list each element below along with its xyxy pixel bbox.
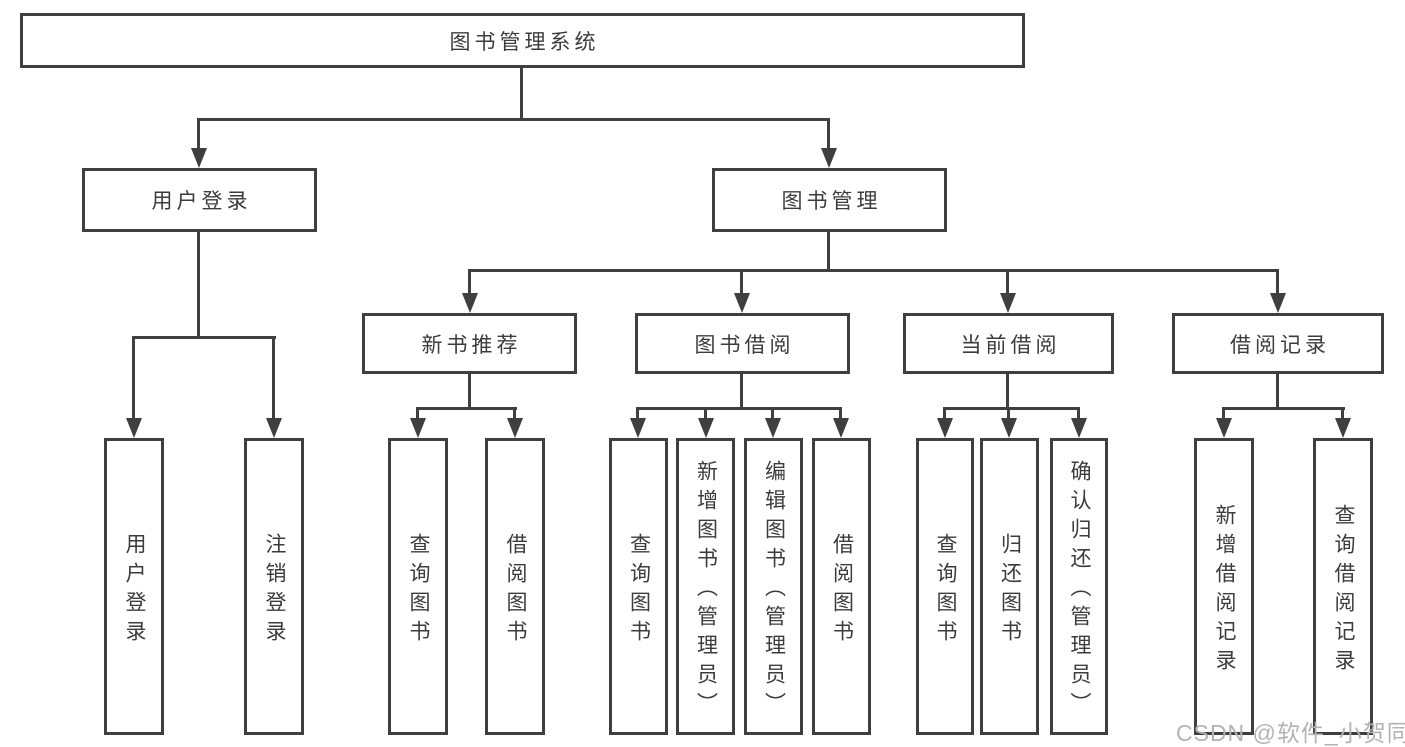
leaf-borrow-query: 查询图书 [609, 438, 668, 735]
node-new-book-label: 新书推荐 [421, 333, 522, 357]
arrow-down-icon [1001, 418, 1017, 438]
node-borrow-record-label: 借阅记录 [1230, 333, 1330, 357]
leaf-logout: 注销登录 [244, 438, 304, 735]
connector-to-book-mgmt [827, 118, 830, 150]
connector-stub [636, 407, 639, 420]
arrow-down-icon [1000, 293, 1016, 313]
arrow-down-icon [507, 418, 523, 438]
node-root-label: 图书管理系统 [449, 30, 600, 54]
node-user-login: 用户登录 [82, 168, 317, 232]
connector-new-book-drop [468, 374, 471, 410]
leaf-current-return: 归还图书 [980, 438, 1039, 735]
connector-new-book-split [416, 407, 517, 410]
arrow-down-icon [1216, 418, 1232, 438]
connector-to-borrow-record [1276, 269, 1279, 296]
connector-user-login-drop [197, 232, 200, 339]
arrow-down-icon [937, 418, 953, 438]
leaf-borrow-add-label: 新增图书（管理员） [694, 460, 718, 721]
node-user-login-label: 用户登录 [151, 190, 252, 213]
leaf-record-query: 查询借阅记录 [1313, 438, 1373, 735]
connector-to-logout-leaf [272, 336, 275, 421]
arrow-down-icon [821, 148, 837, 168]
leaf-current-query-label: 查询图书 [934, 532, 957, 649]
connector-book-borrow-drop [740, 374, 743, 410]
node-book-borrow: 图书借阅 [635, 313, 850, 374]
watermark: CSDN @软件_小贺同学 [1176, 720, 1405, 746]
leaf-record-add-label: 新增借阅记录 [1213, 503, 1236, 678]
connector-stub [1341, 407, 1344, 420]
connector-stub [704, 407, 707, 420]
leaf-user-login-label: 用户登录 [123, 532, 146, 649]
node-book-borrow-label: 图书借阅 [694, 333, 795, 357]
node-current-borrow: 当前借阅 [903, 313, 1114, 374]
leaf-new-book-borrow: 借阅图书 [485, 438, 545, 735]
arrow-down-icon [765, 418, 781, 438]
arrow-down-icon [191, 148, 207, 168]
leaf-new-book-query: 查询图书 [388, 438, 448, 735]
arrow-down-icon [462, 293, 478, 313]
leaf-user-login: 用户登录 [104, 438, 164, 735]
connector-stub [1077, 407, 1080, 420]
arrow-down-icon [1335, 418, 1351, 438]
connector-stub [771, 407, 774, 420]
connector-book-mgmt-split [468, 269, 1279, 272]
connector-to-book-borrow [740, 269, 743, 296]
arrow-down-icon [833, 418, 849, 438]
connector-book-mgmt-drop [827, 232, 830, 272]
node-root: 图书管理系统 [20, 13, 1025, 68]
leaf-record-add: 新增借阅记录 [1194, 438, 1254, 735]
connector-stub [839, 407, 842, 420]
connector-root-drop [520, 68, 523, 121]
leaf-borrow-borrow: 借阅图书 [812, 438, 871, 735]
connector-stub [1222, 407, 1225, 420]
node-book-mgmt-label: 图书管理 [781, 190, 882, 213]
arrow-down-icon [630, 418, 646, 438]
connector-borrow-record-split [1222, 407, 1345, 410]
connector-borrow-record-drop [1276, 374, 1279, 410]
arrow-down-icon [698, 418, 714, 438]
connector-current-borrow-drop [1006, 374, 1009, 410]
connector-to-current-borrow [1006, 269, 1009, 296]
connector-root-split [197, 118, 830, 121]
connector-to-login-leaf [132, 336, 135, 421]
connector-user-login-split [132, 336, 276, 339]
leaf-current-confirm: 确认归还（管理员） [1050, 438, 1108, 735]
connector-to-user-login [197, 118, 200, 150]
leaf-new-book-borrow-label: 借阅图书 [504, 532, 527, 649]
arrow-down-icon [126, 418, 142, 438]
connector-to-new-book [468, 269, 471, 296]
node-current-borrow-label: 当前借阅 [960, 333, 1061, 357]
leaf-current-confirm-label: 确认归还（管理员） [1068, 460, 1091, 721]
connector-stub [416, 407, 419, 420]
connector-stub [1007, 407, 1010, 420]
leaf-borrow-query-label: 查询图书 [627, 532, 651, 649]
node-new-book: 新书推荐 [362, 313, 577, 374]
node-borrow-record: 借阅记录 [1172, 313, 1384, 374]
leaf-borrow-borrow-label: 借阅图书 [830, 532, 854, 649]
leaf-new-book-query-label: 查询图书 [407, 532, 430, 649]
connector-current-borrow-split [943, 407, 1080, 410]
arrow-down-icon [734, 293, 750, 313]
leaf-record-query-label: 查询借阅记录 [1332, 503, 1355, 678]
arrow-down-icon [266, 418, 282, 438]
arrow-down-icon [1071, 418, 1087, 438]
arrow-down-icon [410, 418, 426, 438]
leaf-logout-label: 注销登录 [263, 532, 286, 649]
arrow-down-icon [1270, 293, 1286, 313]
node-book-mgmt: 图书管理 [712, 168, 947, 232]
leaf-borrow-add: 新增图书（管理员） [676, 438, 735, 735]
connector-stub [513, 407, 516, 420]
leaf-borrow-edit: 编辑图书（管理员） [744, 438, 803, 735]
connector-book-borrow-split [636, 407, 842, 410]
connector-stub [943, 407, 946, 420]
leaf-borrow-edit-label: 编辑图书（管理员） [762, 460, 786, 721]
leaf-current-return-label: 归还图书 [998, 532, 1022, 649]
leaf-current-query: 查询图书 [916, 438, 974, 735]
